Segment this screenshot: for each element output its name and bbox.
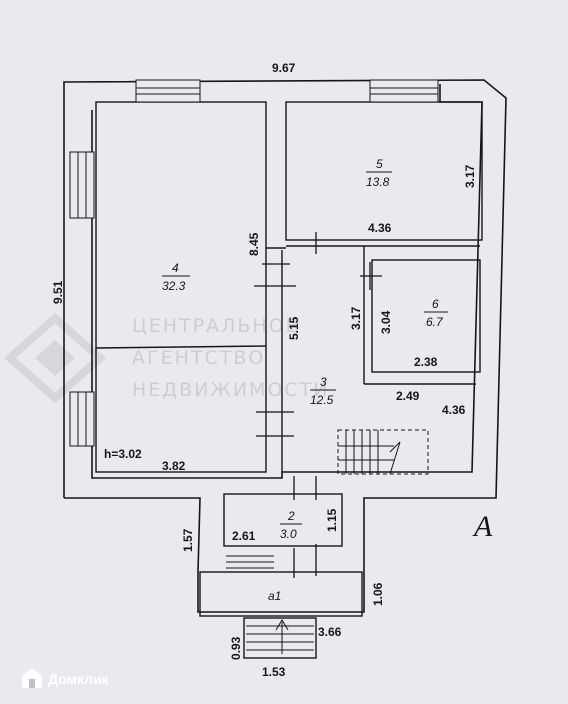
doors: [254, 232, 382, 578]
dim-vestibule-width: 2.61: [232, 529, 256, 543]
dim-porch-width: 3.66: [318, 625, 342, 639]
room-4-number: 4: [172, 261, 179, 275]
brand: Домклик: [22, 668, 110, 688]
dim-right-lower: 4.36: [442, 403, 466, 417]
dim-room6-height: 3.04: [379, 310, 393, 334]
entrance-steps: [226, 555, 314, 654]
room-4-label: 4 32.3: [162, 261, 190, 293]
dim-overall-height: 9.51: [51, 280, 65, 304]
dim-porch-depth: 1.06: [371, 582, 385, 606]
dim-room6-width: 2.38: [414, 355, 438, 369]
dim-room5-width: 4.36: [368, 221, 392, 235]
room-2-area: 3.0: [280, 527, 297, 541]
dim-room4-height: 8.45: [247, 232, 261, 256]
watermark-line2: АГЕНТСТВО: [132, 347, 265, 369]
watermark: ЦЕНТРАЛЬНОЕ АГЕНТСТВО НЕДВИЖИМОСТИ: [3, 312, 330, 404]
room-5-area: 13.8: [366, 175, 390, 189]
room-3-number: 3: [320, 375, 327, 389]
porch-label: а1: [268, 589, 281, 603]
dimension-labels: 9.67 9.51 8.45 3.17 4.36 5.15 3.17 3.04 …: [51, 61, 477, 679]
room-5-number: 5: [376, 157, 383, 171]
room-6-number: 6: [432, 297, 439, 311]
dim-room5-height: 3.17: [463, 164, 477, 188]
room-6-label: 6 6.7: [424, 297, 448, 329]
dim-step-width: 1.53: [262, 665, 286, 679]
watermark-line3: НЕДВИЖИМОСТИ: [132, 379, 330, 401]
domclick-logo-icon: [22, 668, 42, 688]
room-5-label: 5 13.8: [366, 157, 392, 189]
room-labels: 4 32.3 5 13.8 6 6.7 3 12.5 2 3.0 а1: [162, 157, 448, 603]
dim-room4-bottom: 3.82: [162, 459, 186, 473]
corner-mark: А: [472, 510, 493, 543]
watermark-logo-icon: [3, 312, 107, 404]
dim-overall-width: 9.67: [272, 61, 296, 75]
dim-stair-gap: 2.49: [396, 389, 420, 403]
room-6-area: 6.7: [426, 315, 444, 329]
dim-vestibule-depth: 1.15: [325, 508, 339, 532]
windows: [69, 79, 439, 447]
window-top-right: [369, 79, 439, 103]
dim-step-height: 0.93: [229, 636, 243, 660]
interior-staircase: [337, 429, 429, 475]
dim-ceiling-height: h=3.02: [104, 447, 142, 461]
dim-room3-height: 3.17: [349, 306, 363, 330]
room-2-number: 2: [287, 509, 295, 523]
room-4-area: 32.3: [162, 279, 186, 293]
watermark-line1: ЦЕНТРАЛЬНОЕ: [132, 315, 300, 337]
dim-corridor-width: 5.15: [287, 316, 301, 340]
window-left-lower: [69, 391, 95, 447]
dim-left-vestibule: 1.57: [181, 528, 195, 552]
brand-name: Домклик: [48, 671, 110, 687]
room-3-label: 3 12.5: [310, 375, 336, 407]
window-left-upper: [69, 151, 95, 219]
room-2-label: 2 3.0: [280, 509, 302, 541]
window-top-left: [135, 79, 201, 103]
room-3-area: 12.5: [310, 393, 334, 407]
